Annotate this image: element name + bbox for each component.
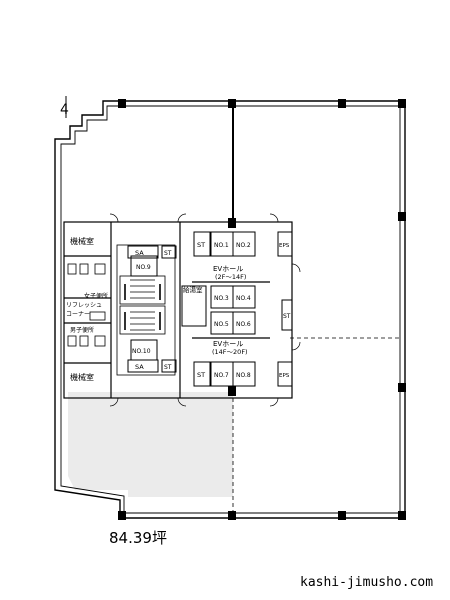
elevator-labels: NO.1 NO.2 NO.3 NO.4 NO.5 NO.6 NO.7 NO.8 … (132, 242, 251, 379)
elevator-no1-label: NO.1 (214, 242, 229, 249)
area-label: 84.39坪 (109, 529, 167, 547)
toilet-fixtures (67, 263, 106, 347)
refresh-corner-label-1: リフレッシュ (66, 302, 102, 309)
stair-cores (116, 244, 176, 376)
room-labels: 機械室 機械室 女子便所 リフレッシュ コーナー 男子便所 給湯室 EVホール … (66, 236, 291, 382)
refresh-corner-label-2: コーナー (66, 311, 90, 318)
elevator-no4-label: NO.4 (236, 295, 251, 302)
st-upper-left-label: ST (197, 241, 205, 249)
machine-room-top-label: 機械室 (70, 236, 94, 246)
ev-hall-lower-label-1: EVホール (213, 340, 243, 348)
st-lower-left-label: ST (197, 371, 205, 379)
core (63, 221, 293, 399)
elevator-no5-label: NO.5 (214, 321, 229, 328)
st-right-label: ST (283, 313, 291, 320)
eps-bottom-label: EPS (279, 373, 290, 379)
sa-top-label: SA (135, 249, 144, 257)
elevator-no2-label: NO.2 (236, 242, 251, 249)
site-label: kashi-jimusho.com (300, 575, 434, 590)
elevator-no7-label: NO.7 (214, 372, 229, 379)
outer-wall (54, 100, 406, 519)
door-swings (109, 213, 301, 407)
kitchenette-label: 給湯室 (183, 285, 203, 294)
eps-top-label: EPS (279, 243, 290, 249)
womens-toilet-label: 女子便所 (84, 292, 108, 300)
elevator-no10-label: NO.10 (132, 348, 151, 355)
elevator-no6-label: NO.6 (236, 321, 251, 328)
ev-hall-upper-label-1: EVホール (213, 265, 243, 273)
st-stair-bottom-label: ST (164, 364, 172, 371)
elevator-no9-label: NO.9 (136, 264, 151, 271)
available-area-shading (68, 392, 233, 497)
st-stair-top-label: ST (164, 250, 172, 257)
elevator-no3-label: NO.3 (214, 295, 229, 302)
elevator-no8-label: NO.8 (236, 372, 251, 379)
mens-toilet-label: 男子便所 (70, 326, 94, 334)
service-rooms (127, 231, 293, 387)
machine-room-bottom-label: 機械室 (70, 372, 94, 382)
columns (118, 99, 406, 520)
elevator-shafts (130, 231, 256, 387)
ev-hall-lower-label-2: (14F～20F) (212, 348, 248, 356)
north-mark: 4 (60, 102, 69, 118)
sa-bottom-label: SA (135, 363, 144, 371)
ev-hall-upper-label-2: (2F～14F) (215, 273, 246, 281)
